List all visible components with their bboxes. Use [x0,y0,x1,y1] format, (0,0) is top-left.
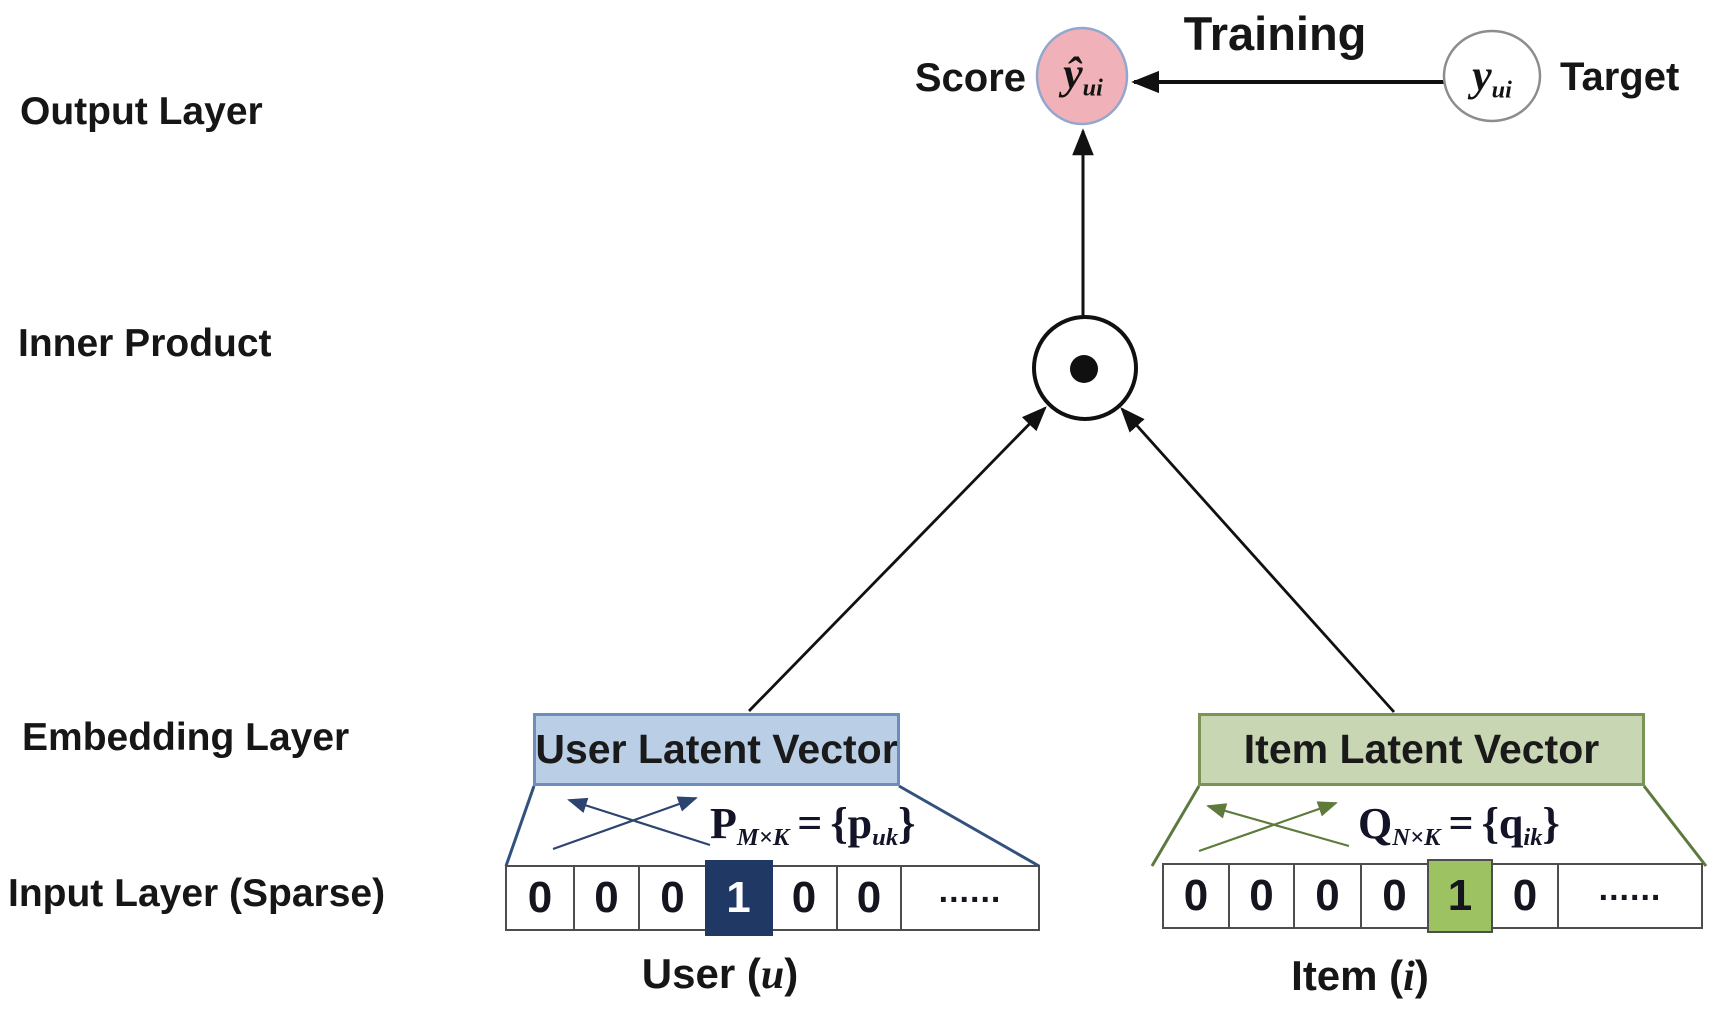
user-lookup-arrow-1 [552,796,698,851]
item-latent-vector-title: Item Latent Vector [1243,726,1600,772]
item-trapezoid-left-edge [1150,785,1201,867]
input-cell-ellipsis: ...... [900,865,1040,931]
item-label-suffix: ) [1414,952,1429,999]
output-layer-label: Output Layer [20,90,263,133]
user-lookup-arrow-2 [567,797,711,847]
user-trapezoid-left-edge [504,785,536,867]
input-cell: 0 [1293,863,1362,929]
equals-sign: = [797,799,823,848]
user-variable: u [760,952,785,998]
user-latent-vector-box: User Latent Vector [533,713,900,786]
item-matrix-symbol: Q [1358,799,1393,848]
target-subscript: ui [1491,76,1512,104]
item-trapezoid-right-edge [1642,785,1708,867]
score-node-symbol: ŷui [1037,48,1129,102]
input-cell: 0 [1359,863,1430,929]
target-symbol: y [1472,51,1492,100]
input-cell: 0 [835,865,903,931]
item-vector-subscript: ik [1523,823,1543,851]
input-cell: 0 [1490,863,1560,929]
score-label: Score [914,56,1026,100]
item-matrix-subscript: N×K [1392,823,1441,851]
item-embedding-formula: QN×K={qik} [1358,798,1560,852]
inner-product-dot-icon [1070,355,1098,383]
left-brace: { [830,799,848,848]
right-brace: } [1542,799,1560,848]
target-label: Target [1560,55,1680,99]
user-trapezoid-right-edge [898,784,1040,868]
user-matrix-subscript: M×K [736,823,790,851]
user-highlight-cell: 1 [704,860,773,936]
right-brace: } [898,799,916,848]
user-embedding-formula: PM×K={puk} [710,798,916,852]
item-lookup-arrow-1 [1198,801,1338,853]
item-input-label: Item (i) [1200,952,1520,1001]
inner-product-label: Inner Product [18,322,272,365]
item-latent-vector-box: Item Latent Vector [1198,713,1645,786]
target-node-symbol: yui [1444,50,1540,104]
equals-sign: = [1448,799,1474,848]
target-node [1442,29,1542,123]
input-cell-ellipsis: ...... [1557,863,1703,929]
input-cell: 0 [638,865,707,931]
input-layer-label: Input Layer (Sparse) [8,872,386,915]
input-cell: 0 [1162,863,1230,929]
user-label-suffix: ) [784,950,799,997]
item-vector-symbol: q [1498,799,1524,848]
item-highlight-cell: 1 [1427,859,1493,933]
input-cell: 0 [505,865,575,931]
item-label-prefix: Item ( [1291,952,1404,999]
input-cell: 0 [1227,863,1296,929]
user-vector-subscript: uk [872,823,899,851]
user-label-prefix: User ( [641,950,761,997]
user-latent-vector-title: User Latent Vector [535,726,898,772]
user-input-vector: 0 0 0 1 0 0 ...... [505,860,1040,936]
item-variable: i [1403,954,1415,1000]
user-matrix-symbol: P [710,799,737,848]
left-brace: { [1481,799,1499,848]
input-cell: 0 [770,865,838,931]
user-vector-symbol: p [847,799,873,848]
item-input-vector: 0 0 0 0 1 0 ...... [1162,859,1703,933]
item-lookup-arrow-2 [1206,803,1350,848]
user-input-label: User (u) [560,950,880,999]
score-subscript: ui [1082,74,1103,102]
score-symbol: ŷ [1063,49,1083,98]
embedding-layer-label: Embedding Layer [22,716,350,759]
input-cell: 0 [572,865,641,931]
item-embedding-arrow [1120,407,1396,713]
user-embedding-arrow [747,406,1047,712]
training-label: Training [1183,7,1367,60]
score-node [1035,26,1129,126]
